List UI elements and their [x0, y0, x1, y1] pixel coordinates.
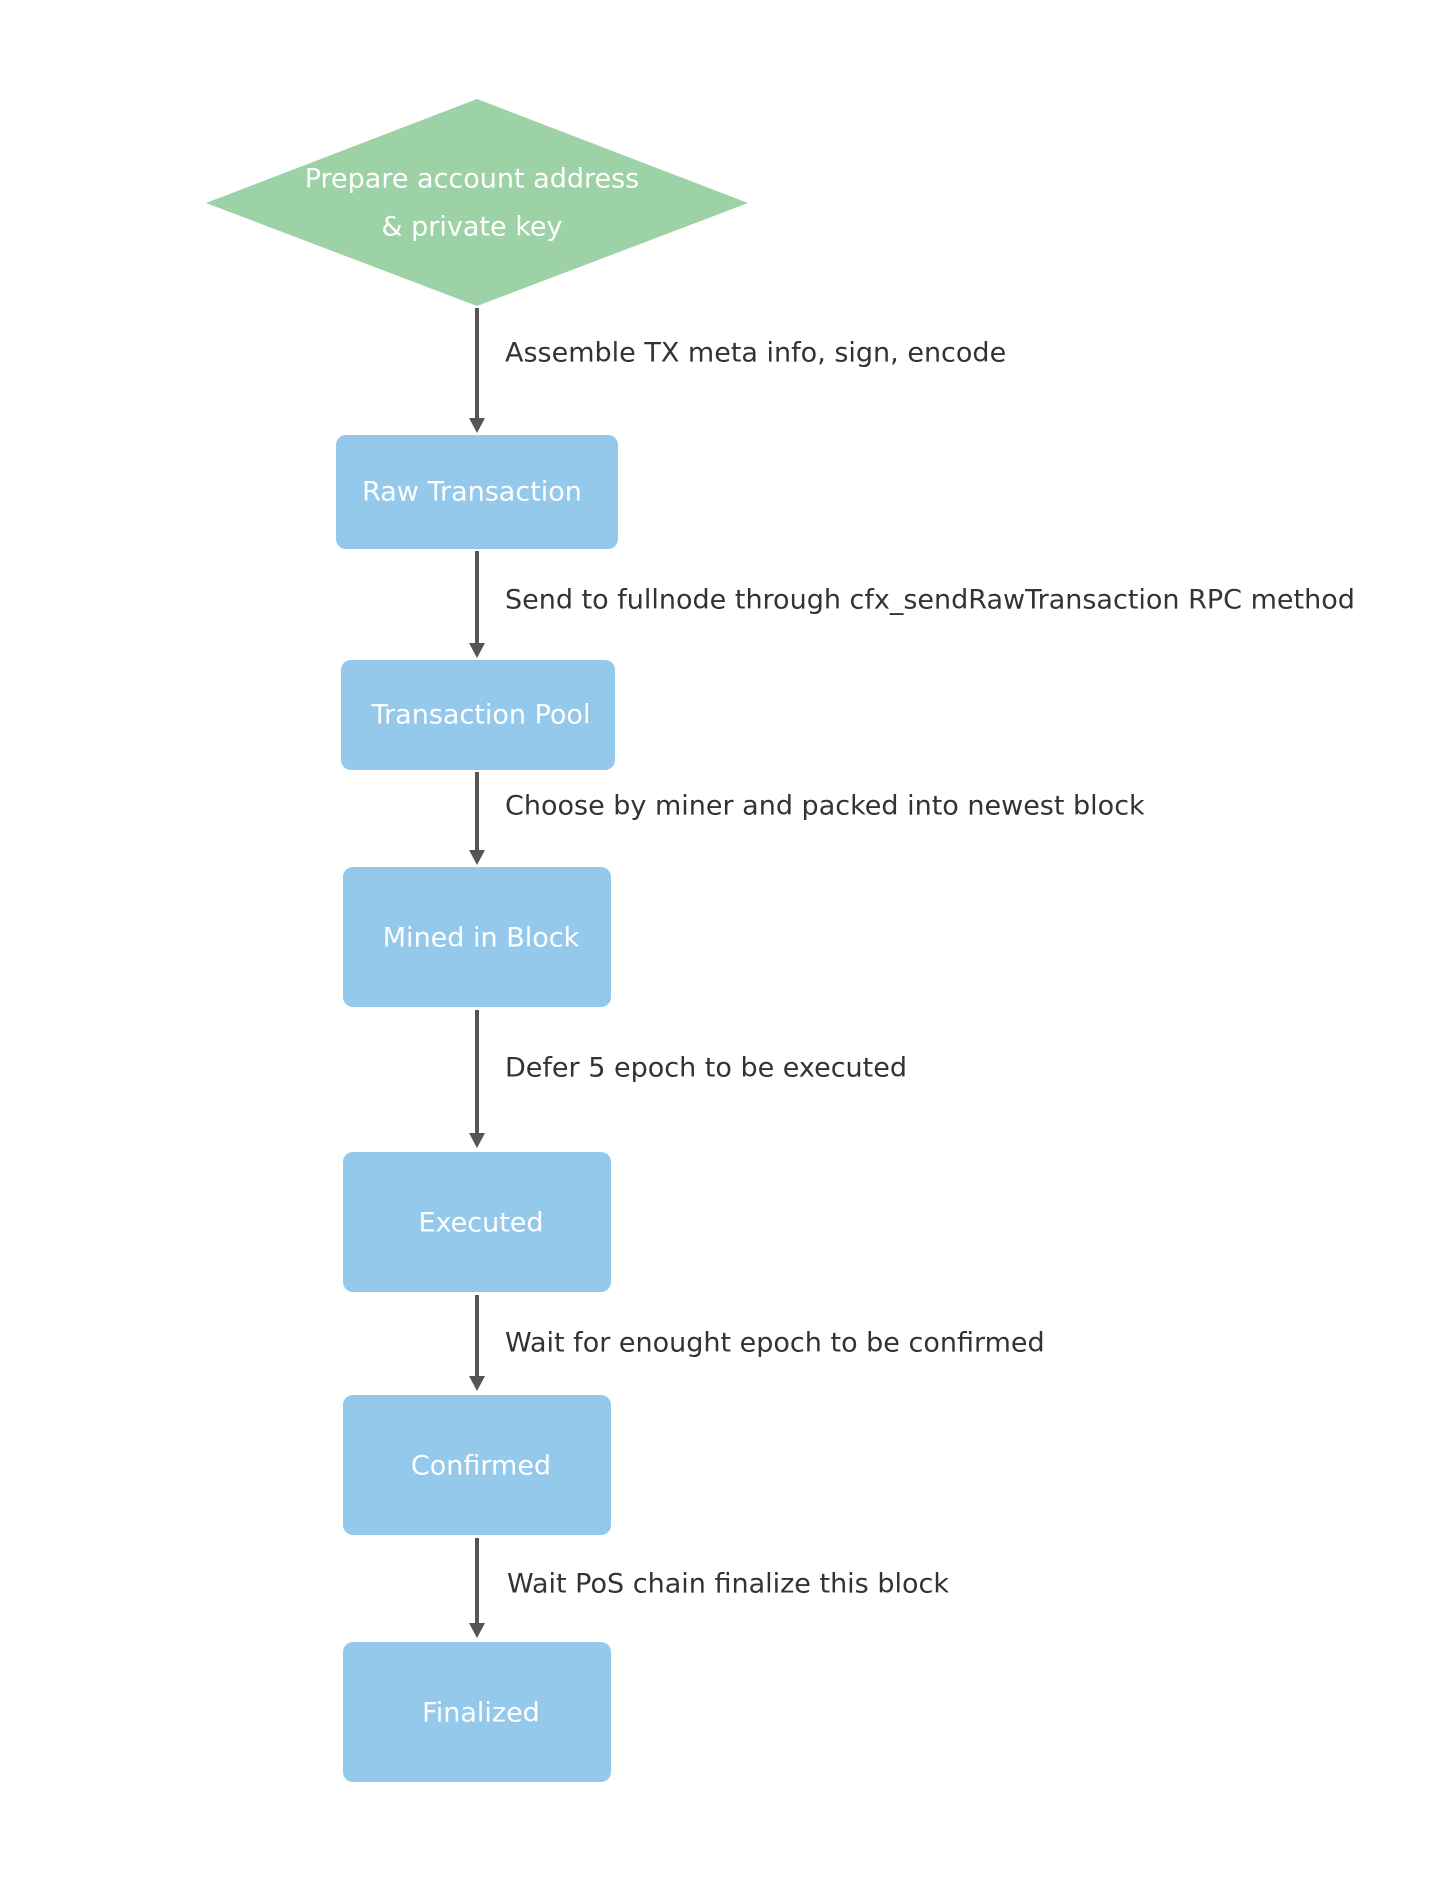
- start-node: Prepare account address & private key: [206, 99, 748, 306]
- arrow-head-icon: [469, 1133, 485, 1148]
- arrow-head-icon: [469, 850, 485, 865]
- process-box: [343, 1152, 611, 1292]
- node-transaction-pool: Transaction Pool: [341, 660, 615, 770]
- node-confirmed: Confirmed: [343, 1395, 611, 1535]
- node-executed-label: Executed: [418, 1208, 543, 1239]
- edge-assemble: Assemble TX meta info, sign, encode: [469, 308, 1006, 433]
- node-finalized-label: Finalized: [422, 1698, 540, 1729]
- edge-label-choose: Choose by miner and packed into newest b…: [505, 791, 1145, 822]
- edge-label-defer: Defer 5 epoch to be executed: [505, 1053, 907, 1084]
- edge-label-wait-pos: Wait PoS chain finalize this block: [507, 1569, 949, 1600]
- node-mined-in-block: Mined in Block: [343, 867, 611, 1007]
- edge-label-wait-confirm: Wait for enought epoch to be confirmed: [505, 1328, 1045, 1359]
- process-box: [343, 1642, 611, 1782]
- arrow-head-icon: [469, 643, 485, 658]
- node-executed: Executed: [343, 1152, 611, 1292]
- process-box: [343, 1395, 611, 1535]
- edge-choose: Choose by miner and packed into newest b…: [469, 772, 1145, 865]
- arrow-head-icon: [469, 1376, 485, 1391]
- edge-label-send: Send to fullnode through cfx_sendRawTran…: [505, 585, 1355, 616]
- node-finalized: Finalized: [343, 1642, 611, 1782]
- edge-label-assemble: Assemble TX meta info, sign, encode: [505, 338, 1006, 369]
- process-box: [343, 867, 611, 1007]
- node-raw-transaction-label: Raw Transaction: [362, 477, 582, 508]
- edge-wait-pos: Wait PoS chain finalize this block: [469, 1538, 949, 1638]
- start-node-label-line2: & private key: [382, 212, 563, 243]
- node-confirmed-label: Confirmed: [411, 1451, 551, 1482]
- arrow-head-icon: [469, 418, 485, 433]
- process-box: [336, 435, 618, 549]
- node-raw-transaction: Raw Transaction: [336, 435, 618, 549]
- edge-send: Send to fullnode through cfx_sendRawTran…: [469, 551, 1355, 658]
- edge-wait-confirm: Wait for enought epoch to be confirmed: [469, 1295, 1045, 1391]
- start-node-label-line1: Prepare account address: [305, 164, 640, 195]
- node-transaction-pool-label: Transaction Pool: [371, 700, 591, 731]
- node-mined-in-block-label: Mined in Block: [383, 923, 580, 954]
- decision-diamond: [206, 99, 748, 306]
- arrow-head-icon: [469, 1623, 485, 1638]
- process-box: [341, 660, 615, 770]
- edge-defer: Defer 5 epoch to be executed: [469, 1010, 907, 1148]
